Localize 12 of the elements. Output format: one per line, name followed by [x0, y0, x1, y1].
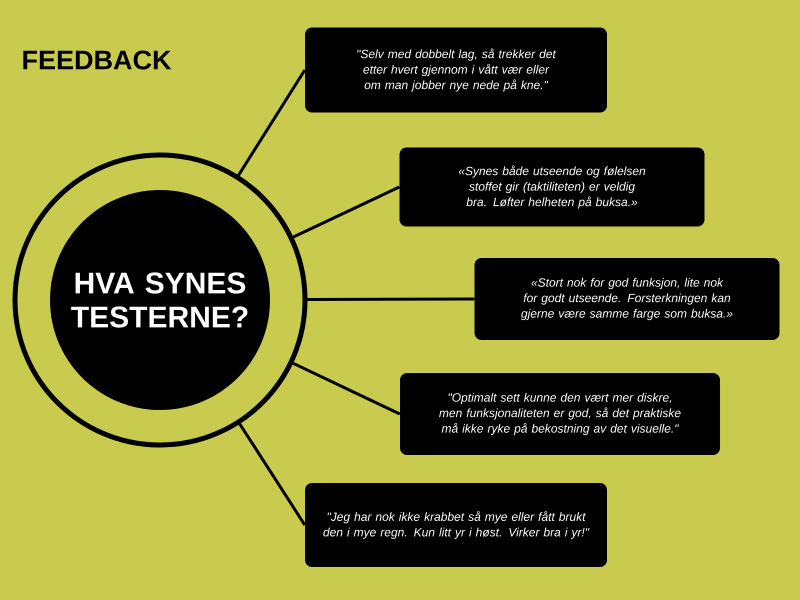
circle-node: HVA SYNES TESTERNE?: [12, 152, 308, 448]
connector-line: [292, 186, 400, 238]
quote-box: "Jeg har nok ikke krabbet så mye eller fått brukt den i mye regn. Kun litt yr i høst. Virker bra i yr!": [305, 483, 607, 567]
quote-box: "Optimalt sett kunne den vært mer diskre, men funksjonaliteten er god, så det praktiske må ikke ryke på bekostning av det visuelle.": [400, 373, 720, 455]
connector-line: [292, 362, 400, 416]
quote-box: «Synes både utseende og følelsen stoffet gir (taktiliteten) er veldig bra. Løfter helheten på buksa.»: [400, 148, 704, 226]
quote-box: «Stort nok for god funksjon, lite nok for godt utseende. Forsterkningen kan gjerne være samme farge som buksa.»: [474, 258, 780, 340]
connector-line: [238, 423, 306, 526]
connector-line: [237, 69, 306, 176]
connector-line: [308, 298, 474, 302]
quote-box: "Selv med dobbelt lag, så trekker det etter hvert gjennom i vått vær eller om man jobber nye nede på kne.": [305, 28, 607, 112]
title: FEEDBACK: [23, 50, 172, 70]
